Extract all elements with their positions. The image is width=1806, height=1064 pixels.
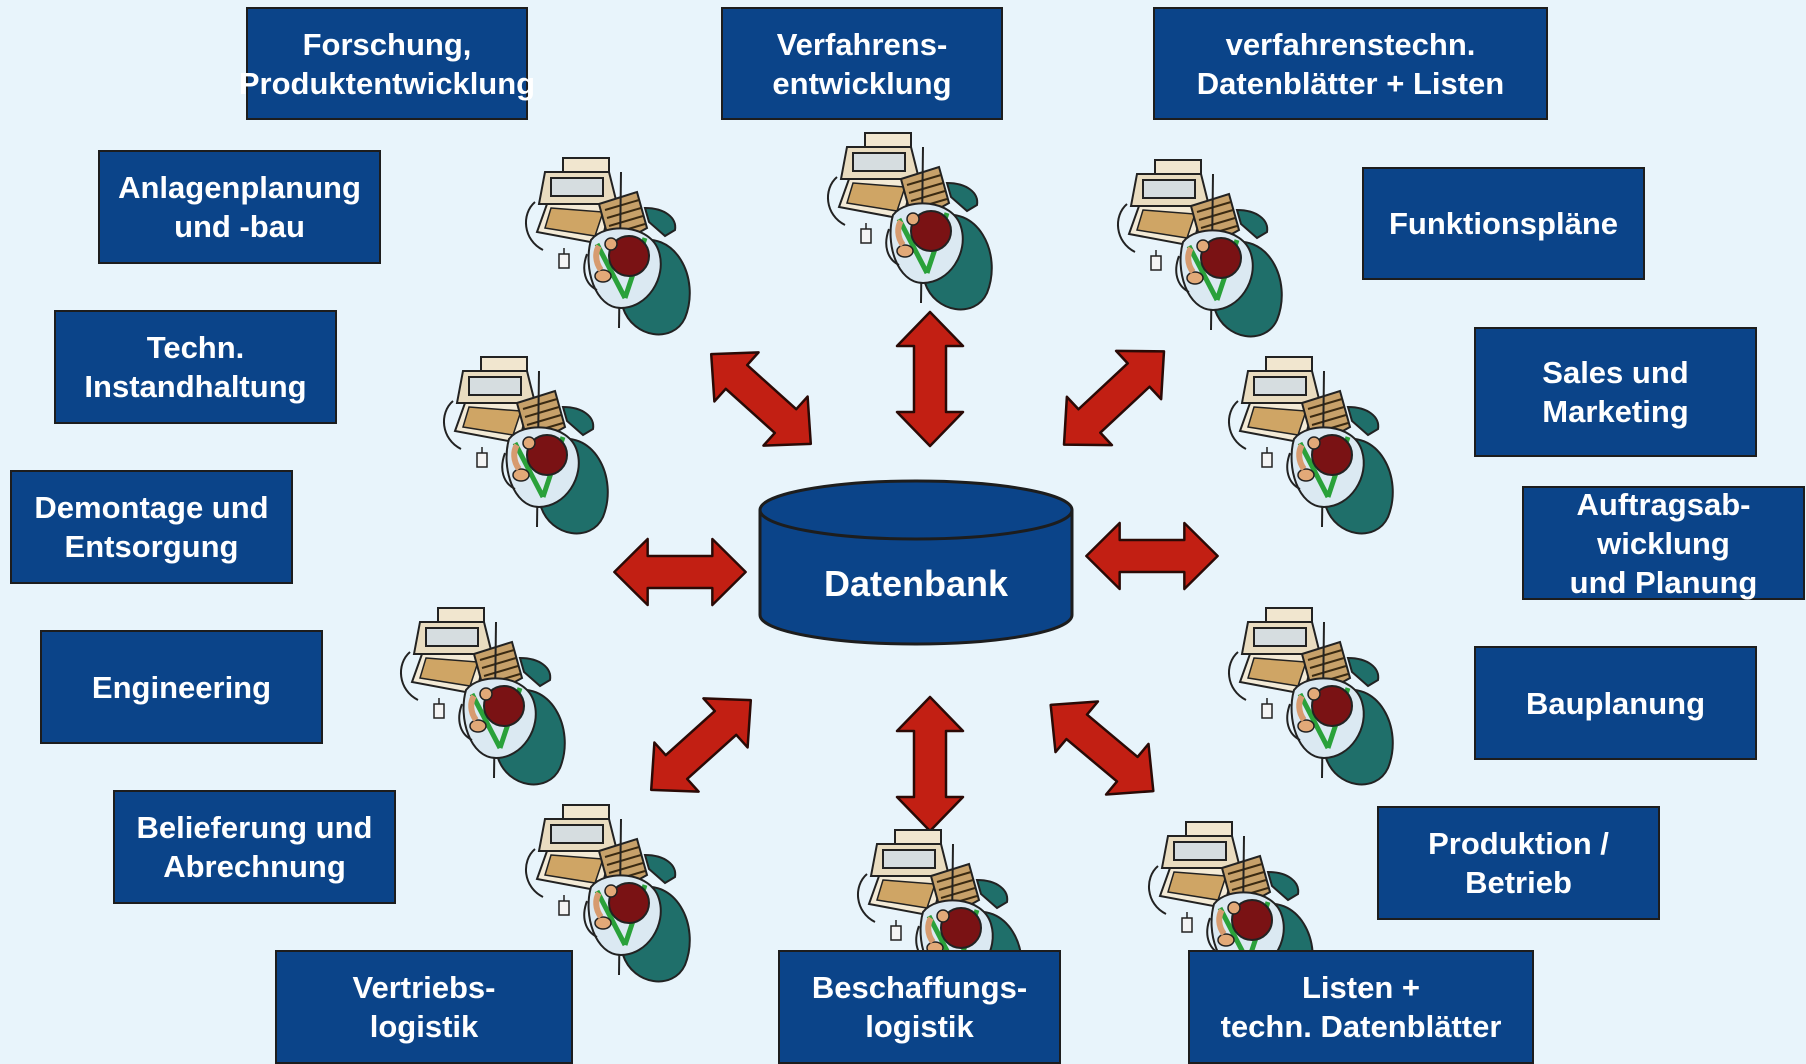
database-cylinder-icon bbox=[758, 479, 1074, 646]
box-line: Verfahrens- bbox=[776, 26, 948, 62]
box-line: und -bau bbox=[174, 209, 305, 244]
box-line: und Planung bbox=[1569, 564, 1758, 600]
box-line: Entsorgung bbox=[64, 529, 239, 564]
box-line: verfahrenstechn. bbox=[1225, 26, 1476, 62]
computer-user-icon bbox=[526, 158, 690, 334]
box-line: Produktion / bbox=[1428, 826, 1609, 861]
department-box-anlagenplanung: Anlagenplanung und -bau bbox=[98, 150, 381, 264]
box-line: Anlagenplanung bbox=[118, 170, 361, 205]
box-line: Listen + bbox=[1301, 970, 1420, 1005]
department-box-instandhaltung: Techn. Instandhaltung bbox=[54, 310, 337, 424]
computer-user-icon bbox=[1229, 357, 1393, 533]
box-line: wicklung bbox=[1597, 525, 1730, 561]
box-line: Produktentwicklung bbox=[238, 65, 536, 101]
computer-user-icon bbox=[1118, 160, 1282, 336]
double-arrow-icon bbox=[613, 537, 747, 607]
department-box-beschaffungslogistik: Beschaffungs- logistik bbox=[778, 950, 1061, 1064]
double-arrow-icon bbox=[1040, 325, 1188, 471]
computer-user-icon bbox=[401, 608, 565, 784]
department-box-auftragsabwicklung: Auftragsab- wicklung und Planung bbox=[1522, 486, 1805, 600]
computer-user-icon bbox=[1229, 608, 1393, 784]
database-label: Datenbank bbox=[823, 563, 1009, 604]
box-line: Demontage und bbox=[34, 490, 269, 525]
box-line: Vertriebs- bbox=[352, 970, 496, 1005]
box-line: entwicklung bbox=[772, 65, 952, 101]
box-line: Techn. bbox=[146, 330, 245, 365]
double-arrow-icon bbox=[1085, 521, 1219, 591]
department-box-demontage: Demontage und Entsorgung bbox=[10, 470, 293, 584]
department-box-funktionsplaene: Funktionspläne bbox=[1362, 167, 1645, 280]
box-line: Datenblätter + Listen bbox=[1196, 65, 1505, 101]
department-box-engineering: Engineering bbox=[40, 630, 323, 744]
department-box-listen: Listen + techn. Datenblätter bbox=[1188, 950, 1534, 1064]
department-box-vertriebslogistik: Vertriebs- logistik bbox=[275, 950, 573, 1064]
double-arrow-icon bbox=[687, 328, 835, 470]
double-arrow-icon bbox=[895, 310, 965, 448]
box-line: Forschung, bbox=[302, 26, 472, 62]
department-box-verfahrensentwicklung: Verfahrens- entwicklung bbox=[721, 7, 1003, 120]
computer-user-icon bbox=[828, 133, 992, 309]
box-line: Sales und bbox=[1542, 355, 1689, 390]
department-box-forschung: Forschung, Produktentwicklung bbox=[239, 7, 535, 120]
box-line: Bauplanung bbox=[1525, 685, 1706, 721]
double-arrow-icon bbox=[627, 674, 775, 816]
department-box-bauplanung: Bauplanung bbox=[1474, 646, 1757, 760]
box-line: Abrechnung bbox=[163, 849, 346, 884]
department-box-belieferung: Belieferung und Abrechnung bbox=[113, 790, 396, 904]
box-line: logistik bbox=[865, 1009, 974, 1044]
department-box-datenblaetter: verfahrenstechn. Datenblätter + Listen bbox=[1153, 7, 1548, 120]
box-line: Beschaffungs- bbox=[811, 970, 1028, 1005]
box-line: Instandhaltung bbox=[84, 369, 307, 404]
box-line: techn. Datenblätter bbox=[1220, 1009, 1502, 1044]
box-line: Belieferung und bbox=[136, 810, 373, 845]
box-line: Auftragsab- bbox=[1576, 486, 1751, 522]
box-line: logistik bbox=[369, 1009, 479, 1044]
department-box-sales: Sales und Marketing bbox=[1474, 327, 1757, 457]
department-box-produktion: Produktion / Betrieb bbox=[1377, 806, 1660, 920]
computer-user-icon bbox=[444, 357, 608, 533]
double-arrow-icon bbox=[895, 695, 965, 833]
double-arrow-icon bbox=[1028, 678, 1176, 818]
box-line: Engineering bbox=[91, 669, 272, 705]
box-line: Betrieb bbox=[1465, 865, 1572, 900]
box-line: Funktionspläne bbox=[1388, 206, 1619, 241]
box-line: Marketing bbox=[1542, 394, 1689, 429]
